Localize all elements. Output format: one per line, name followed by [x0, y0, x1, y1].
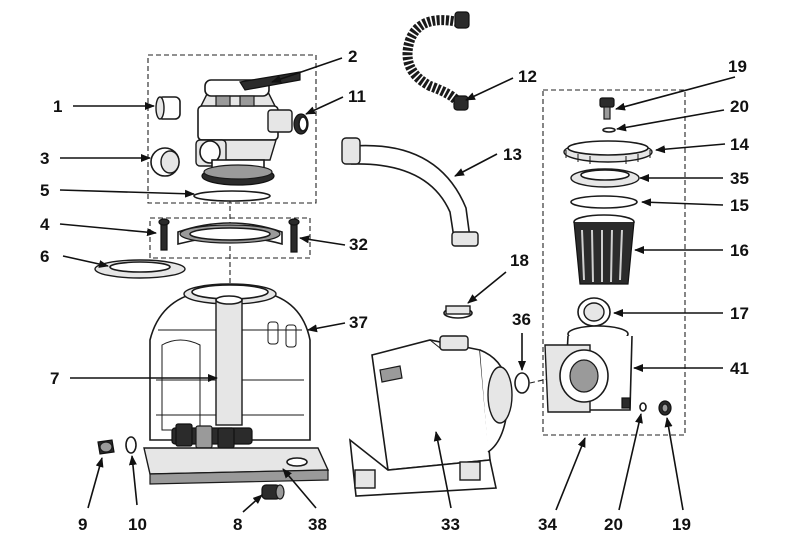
pressure-gauge-plug [155, 96, 181, 120]
strainer-cover [570, 168, 640, 188]
elbow-pipe [341, 137, 479, 247]
leader-12 [465, 77, 514, 101]
callout-38: 38 [308, 515, 327, 534]
pump-motor [349, 335, 513, 497]
leader-6 [62, 255, 109, 268]
callout-19-top: 19 [728, 57, 747, 76]
valve-port-cap [150, 147, 180, 177]
callout-18: 18 [510, 251, 529, 270]
drain-nut [97, 439, 115, 455]
leader-10 [128, 455, 138, 506]
leader-19b [664, 417, 684, 511]
callout-7: 7 [50, 369, 59, 388]
callout-9: 9 [78, 515, 87, 534]
callout-3: 3 [40, 149, 49, 168]
callout-1: 1 [53, 97, 62, 116]
callout-12: 12 [518, 67, 537, 86]
filter-tank [149, 283, 311, 441]
strainer-basket [573, 214, 635, 285]
leader-34 [555, 437, 586, 511]
callout-15: 15 [730, 196, 749, 215]
callout-32: 32 [349, 235, 368, 254]
leader-13 [454, 153, 498, 177]
valve-union-ring [293, 113, 309, 135]
callout-13: 13 [503, 145, 522, 164]
callout-20-bottom: 20 [604, 515, 623, 534]
strainer-cover-nut [563, 140, 653, 164]
leader-38 [282, 468, 317, 509]
leader-9 [87, 457, 104, 509]
pump-strainer-group-box [542, 89, 686, 436]
callout-5: 5 [40, 181, 49, 200]
callout-14: 14 [730, 135, 749, 154]
pump-o-ring [514, 372, 530, 394]
pump-port-cap [443, 305, 473, 319]
callout-35: 35 [730, 169, 749, 188]
callout-8: 8 [233, 515, 242, 534]
leader-5 [59, 189, 195, 198]
diffuser-plate [94, 259, 186, 279]
callout-4: 4 [40, 215, 50, 234]
callout-16: 16 [730, 241, 749, 260]
valve-o-ring [193, 190, 271, 202]
leader-11 [305, 96, 344, 115]
leader-32 [299, 235, 346, 246]
leader-2 [271, 57, 343, 83]
drain-plug [261, 484, 285, 500]
callout-11: 11 [348, 87, 366, 106]
leader-8 [242, 494, 263, 513]
leader-19a [615, 76, 736, 111]
callout-34: 34 [538, 515, 557, 534]
callout-36: 36 [512, 310, 531, 329]
strainer-o-ring [570, 195, 638, 209]
multiport-valve [195, 71, 301, 186]
callout-10: 10 [128, 515, 147, 534]
leader-14 [655, 143, 726, 154]
tank-base [143, 447, 330, 485]
callout-19-bottom: 19 [672, 515, 691, 534]
leader-20b [618, 413, 643, 511]
callout-20-top: 20 [730, 97, 749, 116]
tank-clamp-assembly [158, 218, 300, 253]
drain-valve-bottom [658, 400, 672, 416]
vent-valve-top [599, 97, 615, 120]
callout-37: 37 [349, 313, 368, 332]
drain-o-ring [125, 436, 137, 454]
strainer-housing [544, 325, 633, 413]
leader-37 [307, 322, 346, 333]
flexible-hose [402, 11, 470, 111]
lateral-assembly [171, 423, 253, 449]
strainer-adapter [577, 297, 611, 327]
callout-33: 33 [441, 515, 460, 534]
leader-20a [616, 109, 725, 132]
callout-2: 2 [348, 47, 357, 66]
vent-o-ring-top [602, 127, 616, 133]
callout-41: 41 [730, 359, 749, 378]
callout-6: 6 [40, 247, 49, 266]
vent-o-ring-bottom [639, 402, 647, 412]
leader-15 [641, 198, 724, 207]
valve-group-box [147, 54, 317, 204]
leader-4 [59, 223, 157, 237]
leader-33 [433, 431, 452, 509]
callout-17: 17 [730, 304, 749, 323]
leader-18 [467, 271, 507, 304]
